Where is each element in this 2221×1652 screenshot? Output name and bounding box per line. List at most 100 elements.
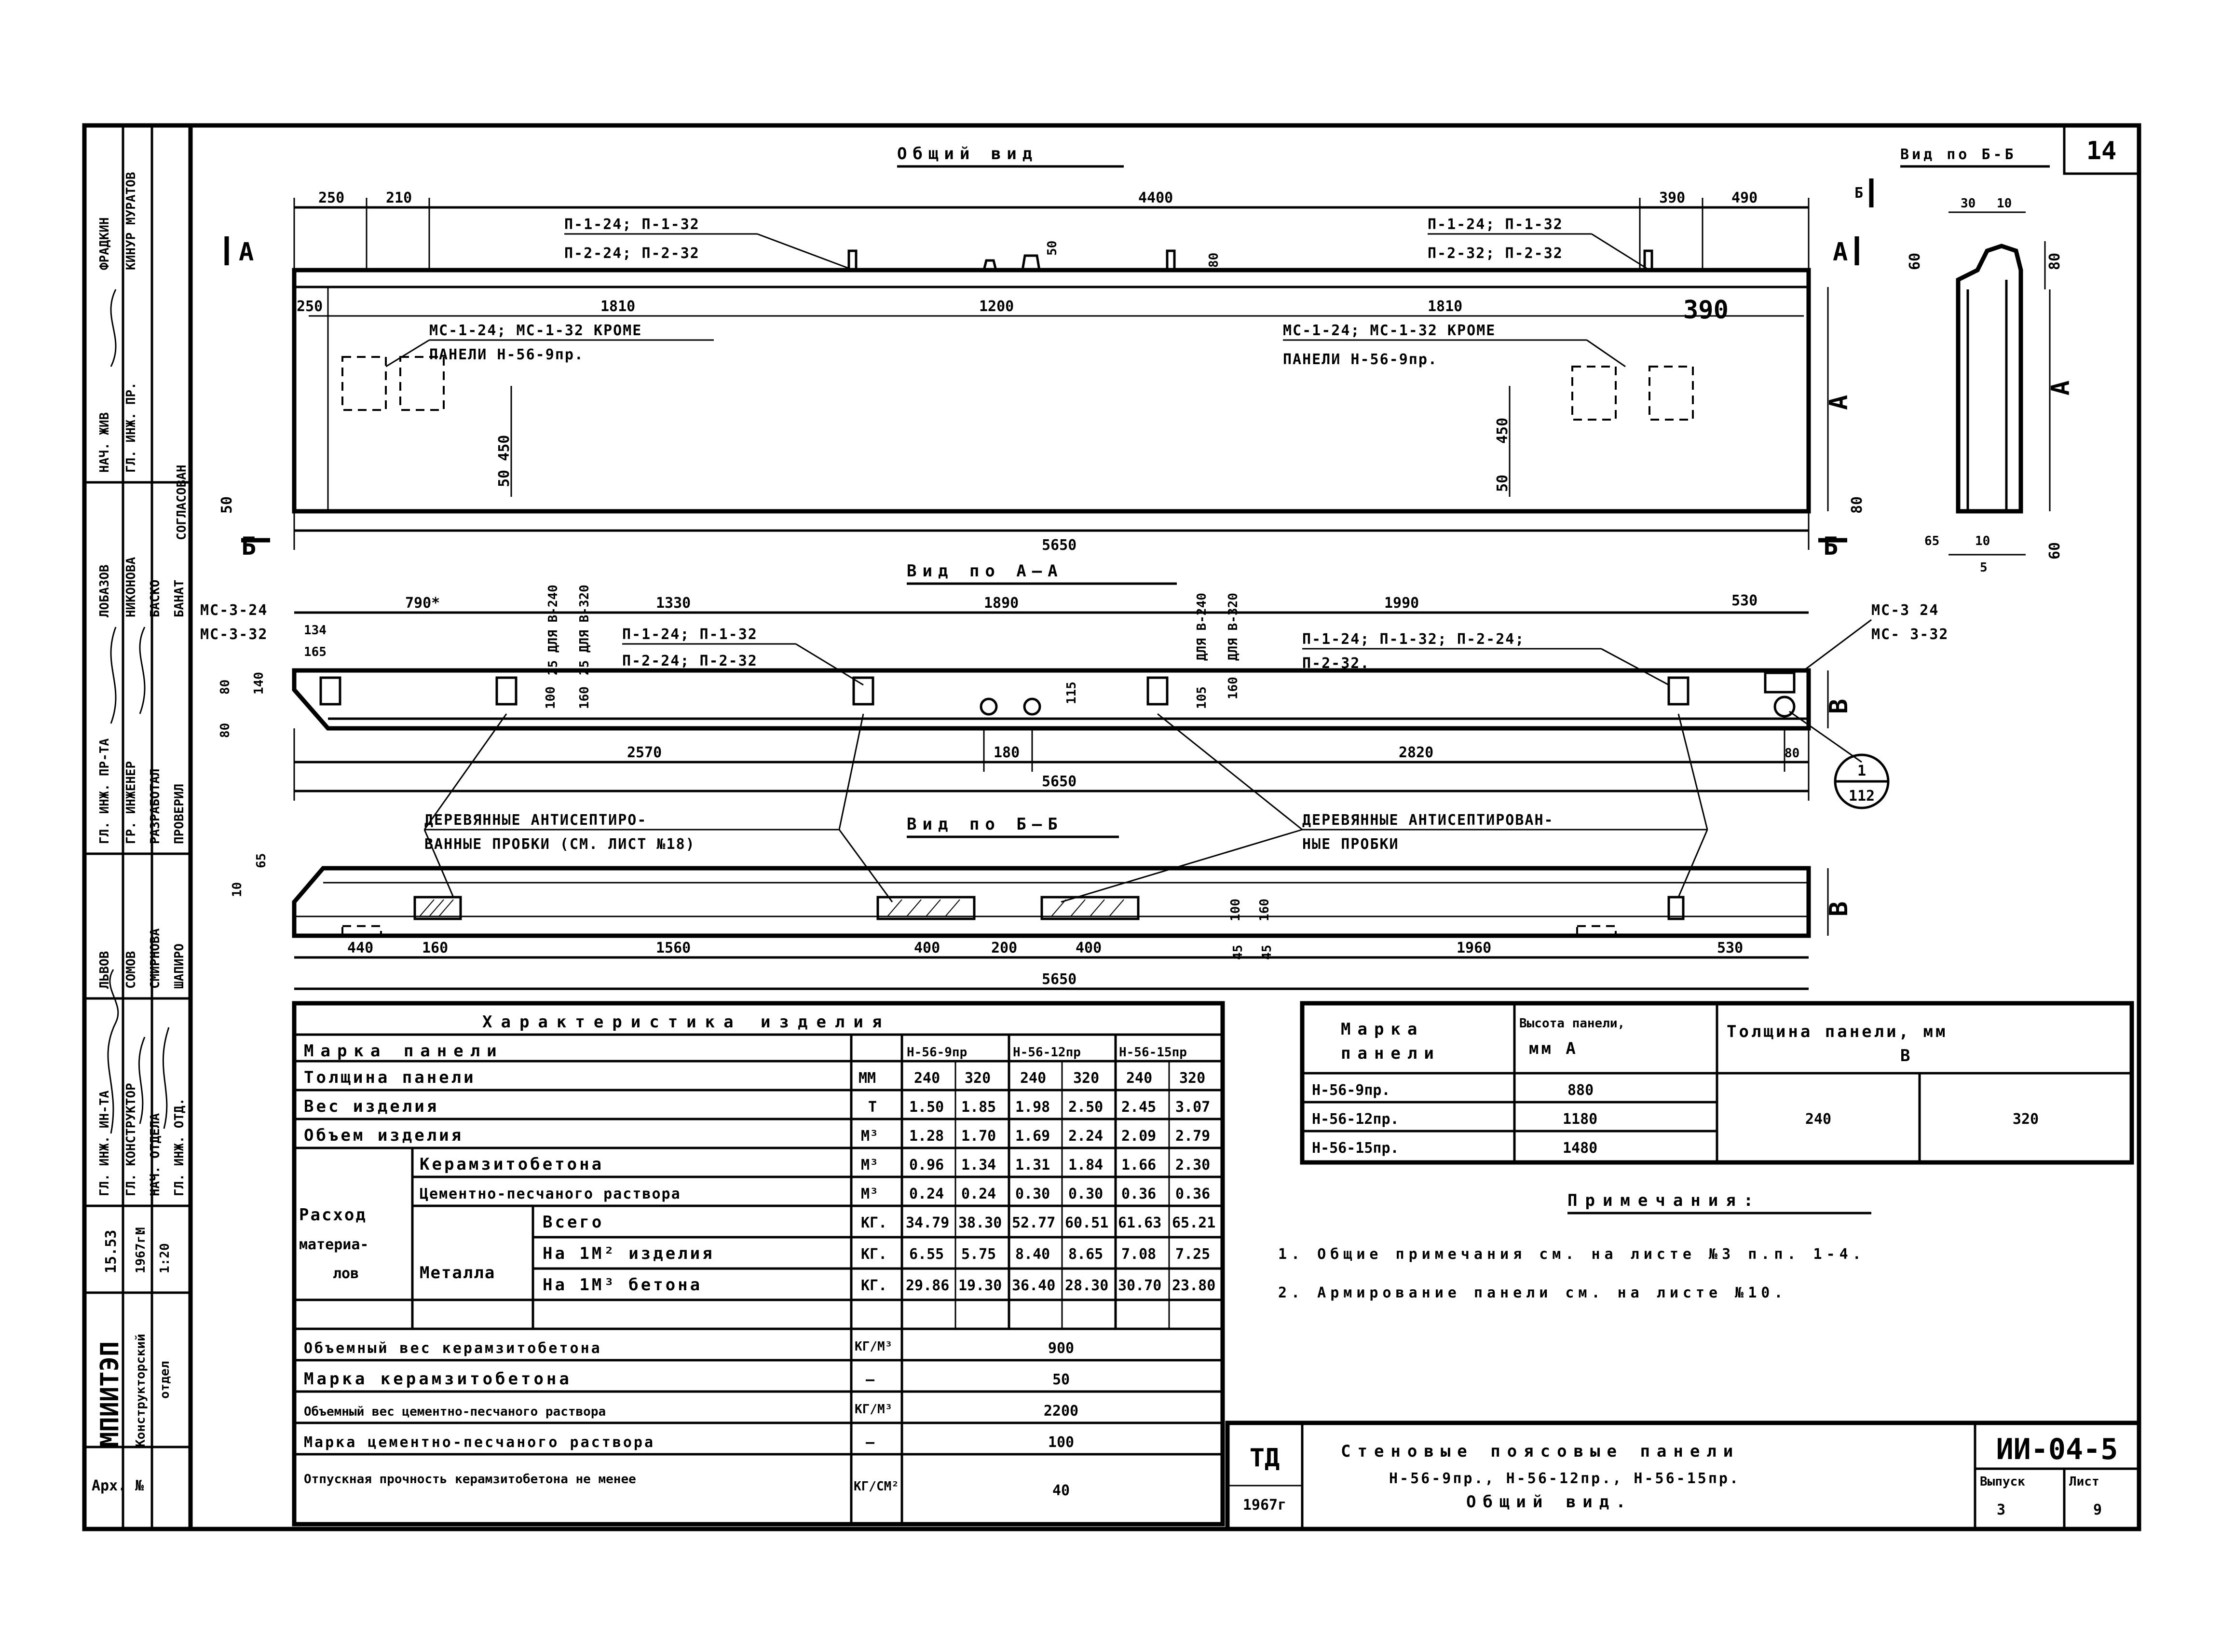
embedded-plate-4 (1649, 366, 1694, 421)
aa-pocket-3 (852, 676, 874, 706)
stamp-name-b-4: ШАПИРО (172, 943, 187, 989)
char-row-unit: КГ/М³ (855, 1402, 892, 1417)
cons-row-keramzit: Керамзитобетона М³ 0.96 1.34 1.31 1.84 1… (420, 1155, 1210, 1174)
bb-plug-2-hatch (887, 899, 960, 917)
char-row-label: Всего (543, 1213, 604, 1232)
gv-marker-b-right: Б (1823, 532, 1838, 561)
char-cell: 3.07 (1175, 1099, 1210, 1116)
loop-mid-3 (1166, 249, 1176, 270)
side-stamp: МПИИТЭП Конструкторский отдел Арх. № 15.… (84, 125, 191, 1529)
embedded-plate-1 (341, 356, 387, 411)
char-cell: 1.98 (1015, 1099, 1050, 1116)
gv-dim-390: 390 (1659, 190, 1685, 206)
char-cell: 0.24 (909, 1186, 944, 1202)
side-dim-10b: 10 (1975, 534, 1990, 548)
char-row-label: Марка керамзитобетона (304, 1369, 572, 1389)
char-row-unit: КГ/М³ (855, 1339, 892, 1354)
char-row-unit: М³ (861, 1157, 878, 1174)
pt-thickness-2: 320 (2013, 1111, 2039, 1128)
sheet-number: 14 (2086, 137, 2117, 165)
tb-title-2: Н-56-9пр., Н-56-12пр., Н-56-15пр. (1389, 1470, 1740, 1487)
cons-label-2: материа- (299, 1236, 369, 1253)
side-dim-60-bottom: 60 (2046, 542, 2063, 560)
single-row-1: Марка керамзитобетона — 50 (304, 1369, 1070, 1389)
gv-dim-490: 490 (1731, 190, 1758, 206)
char-cell: 23.80 (1172, 1277, 1215, 1294)
gv-dim-450-right: 450 (1494, 418, 1511, 444)
side-dim-60: 60 (1907, 253, 1923, 270)
char-row-unit: Т (868, 1099, 877, 1116)
bb-note-left-2: ВАННЫЕ ПРОБКИ (СМ. ЛИСТ №18) (424, 836, 695, 853)
gv-dim-1200: 1200 (979, 298, 1014, 315)
char-cell: 0.30 (1068, 1186, 1103, 1202)
aa-loops-left-2: П-2-24; П-2-32 (622, 653, 758, 669)
char-row-unit: М³ (861, 1128, 878, 1145)
signature-4 (110, 627, 117, 724)
gv-height-a: А (1825, 395, 1853, 410)
gv-dim-1810-left: 1810 (600, 298, 635, 315)
char-row-unit: КГ. (861, 1215, 887, 1231)
side-view: Вид по Б-Б Б 30 10 60 80 А 65 10 5 60 (1854, 146, 2075, 575)
characteristics-table: Характеристика изделия Марка панели Н-56… (292, 1001, 1225, 1527)
general-view-title: Общий вид (897, 144, 1038, 164)
stamp-role-d-2: ГЛ. ИНЖ. ПР. (124, 382, 138, 473)
bb-plug-1-hatch (419, 899, 454, 917)
char-cell: 8.65 (1068, 1246, 1103, 1263)
char-cell: 40 (1052, 1482, 1070, 1499)
single-row-2: Объемный вес цементно-песчаного раствора… (304, 1402, 1078, 1420)
char-cell: 320 (1179, 1070, 1205, 1087)
aa-dim-160: 160 (577, 686, 592, 709)
loop-left (847, 249, 858, 270)
aa-loops-left-1: П-1-24; П-1-32 (622, 626, 758, 643)
char-cell: 60.51 (1065, 1215, 1108, 1231)
stamp-role-b-4: ПРОВЕРИЛ (172, 784, 187, 844)
stamp-role-b-2: ГР. ИНЖЕНЕР (124, 761, 138, 844)
side-dim-80: 80 (2046, 253, 2063, 270)
char-cell: 100 (1048, 1434, 1074, 1451)
char-row-label: Отпускная прочность керамзитобетона не м… (304, 1472, 636, 1487)
char-cell: 240 (1020, 1070, 1046, 1087)
aa-dim-1990: 1990 (1384, 595, 1419, 612)
outer-frame (82, 123, 2141, 1531)
char-cell: 65.21 (1172, 1215, 1215, 1231)
tb-title-1: Стеновые поясовые панели (1341, 1442, 1740, 1461)
aa-mc-right-2: МС- 3-32 (1871, 626, 1949, 643)
pt-col3-2: В (1900, 1046, 1912, 1065)
panel-elevation (292, 268, 1811, 514)
stamp-name-c-2: НИКОНОВА (124, 557, 138, 617)
pt-col1-1: Марка (1341, 1020, 1424, 1039)
aa-mc-left-1: МС-3-24 (200, 602, 268, 619)
char-cell: 0.36 (1121, 1186, 1156, 1202)
char-cell: 5.75 (961, 1246, 996, 1263)
char-row-thickness: Толщина панели ММ 240 320 240 320 240 32… (304, 1068, 1205, 1087)
char-row-label: Объемный вес цементно-песчаного раствора (304, 1405, 606, 1419)
panel-table: Марка панели Высота панели, мм А Толщина… (1300, 1001, 2134, 1165)
aa-pocket-5 (1667, 676, 1690, 706)
embedded-plate-2 (399, 356, 445, 411)
gv-loops-right-1: П-1-24; П-1-32 (1428, 216, 1563, 233)
gv-loops-left-2: П-2-24; П-2-32 (564, 245, 700, 262)
bb-plug-2 (876, 896, 976, 920)
aa-dim-115: 115 (1064, 682, 1079, 704)
char-cell: 19.30 (958, 1277, 1002, 1294)
bb-dim-200: 200 (991, 940, 1017, 956)
aa-dim-25-240: 25 ДЛЯ В-240 (546, 585, 560, 675)
gv-dim-210: 210 (386, 190, 412, 206)
bb-dim-5650: 5650 (1042, 971, 1076, 988)
gv-dim-50-450: 50 450 (496, 435, 513, 487)
gv-dim-5650: 5650 (1042, 537, 1076, 554)
side-dim-30: 30 (1961, 196, 1976, 211)
aa-dim-530: 530 (1731, 592, 1758, 609)
char-cell: 8.40 (1015, 1246, 1050, 1263)
aa-dim-240: ДЛЯ В-240 (1195, 593, 1209, 661)
gv-loops-left-1: П-1-24; П-1-32 (564, 216, 700, 233)
pt-col3-1: Толщина панели, мм (1727, 1022, 1948, 1041)
single-row-3: Марка цементно-песчаного раствора — 100 (304, 1434, 1074, 1451)
char-cell: 61.63 (1118, 1215, 1161, 1231)
char-cell: 36.40 (1012, 1277, 1055, 1294)
bb-dim-530: 530 (1717, 940, 1743, 956)
gv-dim-390-mid: 390 (1683, 296, 1729, 325)
gv-dim-1810-right: 1810 (1428, 298, 1462, 315)
gv-dim-60-left: 50 (218, 496, 235, 514)
bb-dim-1960: 1960 (1457, 940, 1491, 956)
